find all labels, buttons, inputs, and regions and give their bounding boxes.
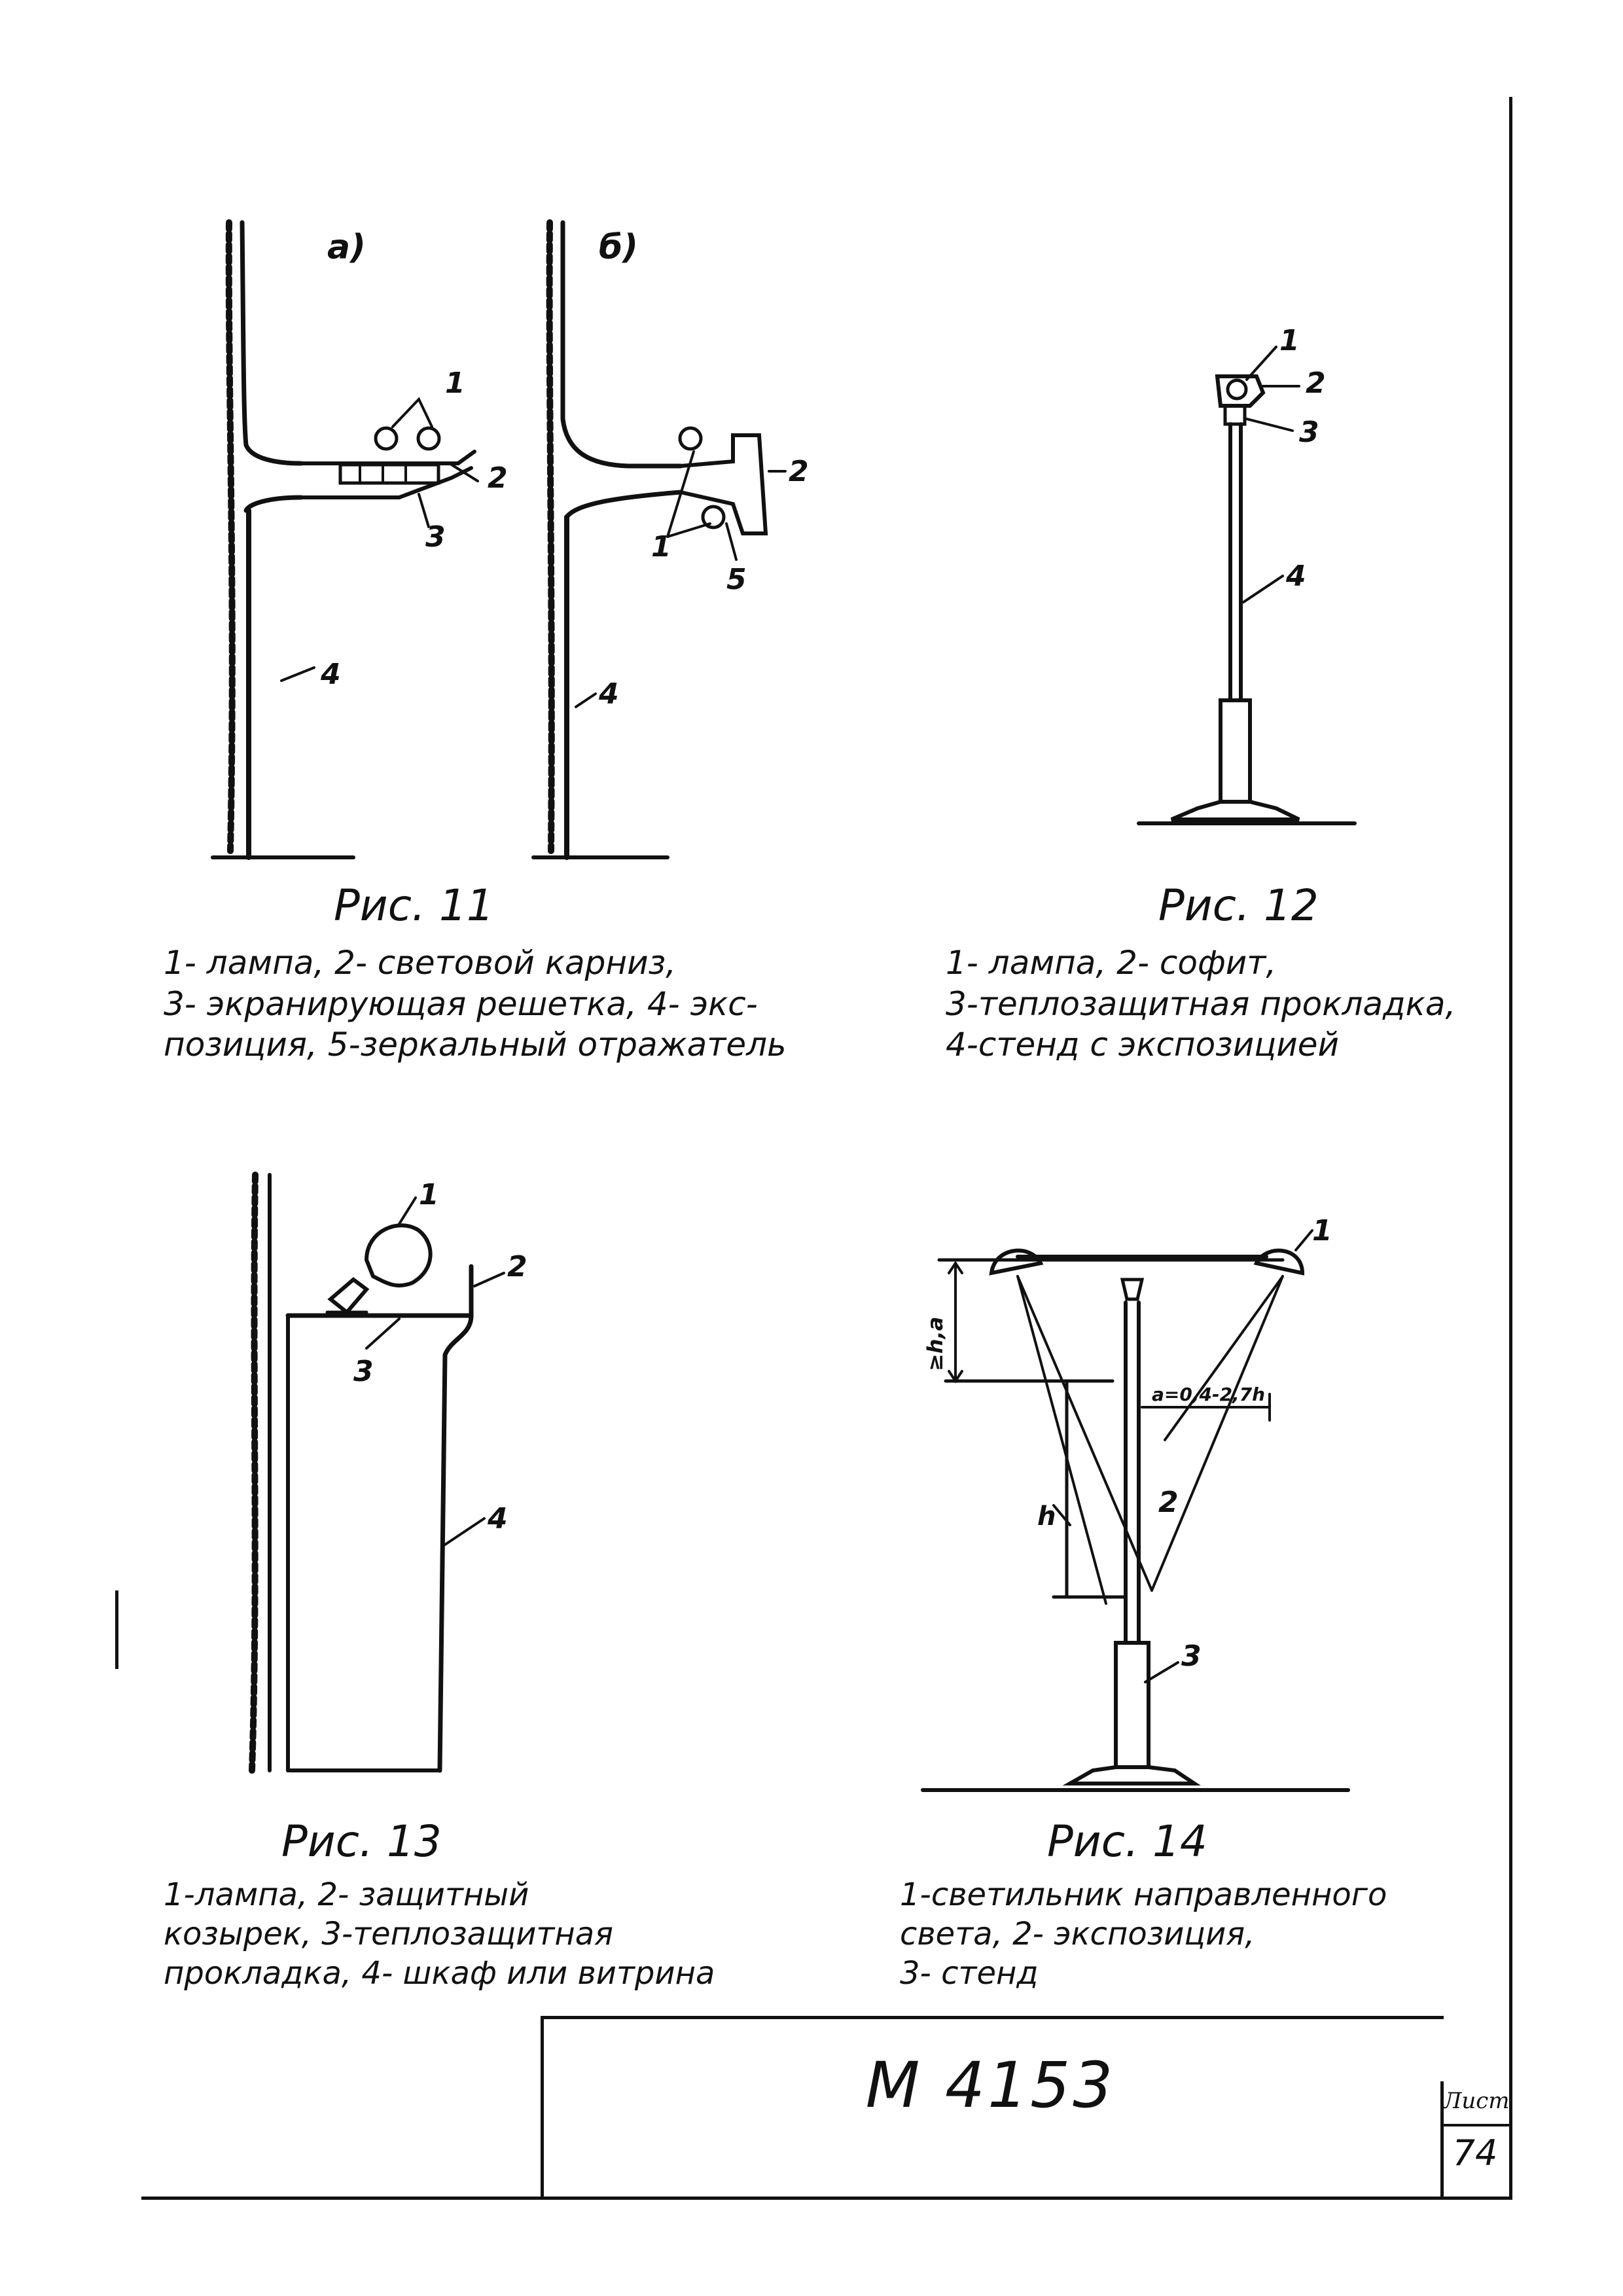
fig14-callout-2: 2	[1158, 1486, 1179, 1519]
sheet-frame	[141, 97, 1512, 2200]
fig12-callout-1: 1	[1279, 324, 1300, 357]
fig14-dim-horizontal: a=0,4-2,7h	[1152, 1384, 1265, 1405]
sheet-label: Лист	[1443, 2088, 1510, 2114]
fig11b-callout-5: 5	[726, 563, 747, 596]
fig13-caption: 1-лампа, 2- защитный козырек, 3-теплозащ…	[164, 1875, 818, 1993]
fig12-caption-line: 4-стенд с экспозицией	[946, 1026, 1340, 1064]
fig11a-callout-3: 3	[425, 520, 446, 554]
fig11a-variant-label: а)	[327, 228, 366, 267]
fig11b-callout-1: 1	[651, 530, 671, 564]
fig11a-callout-1: 1	[445, 367, 465, 400]
fig13-callout-4: 4	[487, 1502, 508, 1535]
fig11-caption-line: позиция, 5-зеркальный отражатель	[164, 1026, 787, 1064]
fig14-caption-line: 3- стенд	[900, 1955, 1039, 1992]
fig12-callout-2: 2	[1306, 367, 1326, 400]
fig11a-callout-2: 2	[488, 461, 508, 495]
fig14-callout-3: 3	[1181, 1640, 1202, 1673]
fig14-callout-1: 1	[1312, 1214, 1332, 1247]
fig14-caption: 1-светильник направленного света, 2- экс…	[900, 1875, 1502, 1993]
fig13-caption-line: 1-лампа, 2- защитный	[164, 1876, 529, 1913]
fig13-title: Рис. 13	[281, 1816, 442, 1867]
fig14-caption-line: 1-светильник направленного	[900, 1876, 1387, 1913]
fig11a-callout-4: 4	[320, 658, 341, 691]
fig11-caption-line: 3- экранирующая решетка, 4- экс-	[164, 984, 758, 1023]
fig11b-variant-label: б)	[599, 228, 638, 267]
fig12-drawing	[1137, 346, 1357, 825]
fig14-dim-h: h	[1037, 1501, 1056, 1532]
sheet-cell	[1440, 2081, 1512, 2197]
fig11a-drawing	[211, 219, 479, 860]
fig12-caption: 1- лампа, 2- софит, 3-теплозащитная прок…	[946, 942, 1502, 1066]
document-code: М 4153	[865, 2049, 1116, 2122]
fig13-callout-1: 1	[419, 1178, 439, 1211]
fig13-drawing	[249, 1172, 505, 1774]
fig11b-drawing	[531, 219, 787, 860]
fig11-caption: 1- лампа, 2- световой карниз, 3- экранир…	[164, 942, 883, 1066]
fig13-caption-line: прокладка, 4- шкаф или витрина	[164, 1955, 715, 1992]
fig11b-callout-2: 2	[789, 455, 809, 488]
fig11-title: Рис. 11	[334, 880, 494, 931]
fig14-dim-vertical: ≥h,a	[923, 1317, 948, 1371]
fig13-callout-2: 2	[507, 1250, 527, 1283]
sheet-cell-divider	[1440, 2124, 1509, 2126]
fig12-caption-line: 1- лампа, 2- софит,	[946, 944, 1277, 982]
fig13-callout-3: 3	[353, 1355, 374, 1388]
fig12-callout-3: 3	[1299, 416, 1319, 449]
fig12-title: Рис. 12	[1158, 880, 1319, 931]
fig13-caption-line: козырек, 3-теплозащитная	[164, 1916, 614, 1952]
fig12-callout-4: 4	[1285, 560, 1306, 593]
fig11-caption-line: 1- лампа, 2- световой карниз,	[164, 944, 677, 982]
fig11b-callout-4: 4	[598, 677, 619, 711]
title-block	[541, 2016, 1444, 2200]
fig14-drawing	[921, 1229, 1350, 1792]
margin-mark	[115, 1590, 118, 1669]
fig14-caption-line: света, 2- экспозиция,	[900, 1916, 1255, 1952]
sheet-number: 74	[1452, 2132, 1498, 2174]
fig14-title: Рис. 14	[1047, 1816, 1207, 1867]
fig12-caption-line: 3-теплозащитная прокладка,	[946, 984, 1456, 1023]
